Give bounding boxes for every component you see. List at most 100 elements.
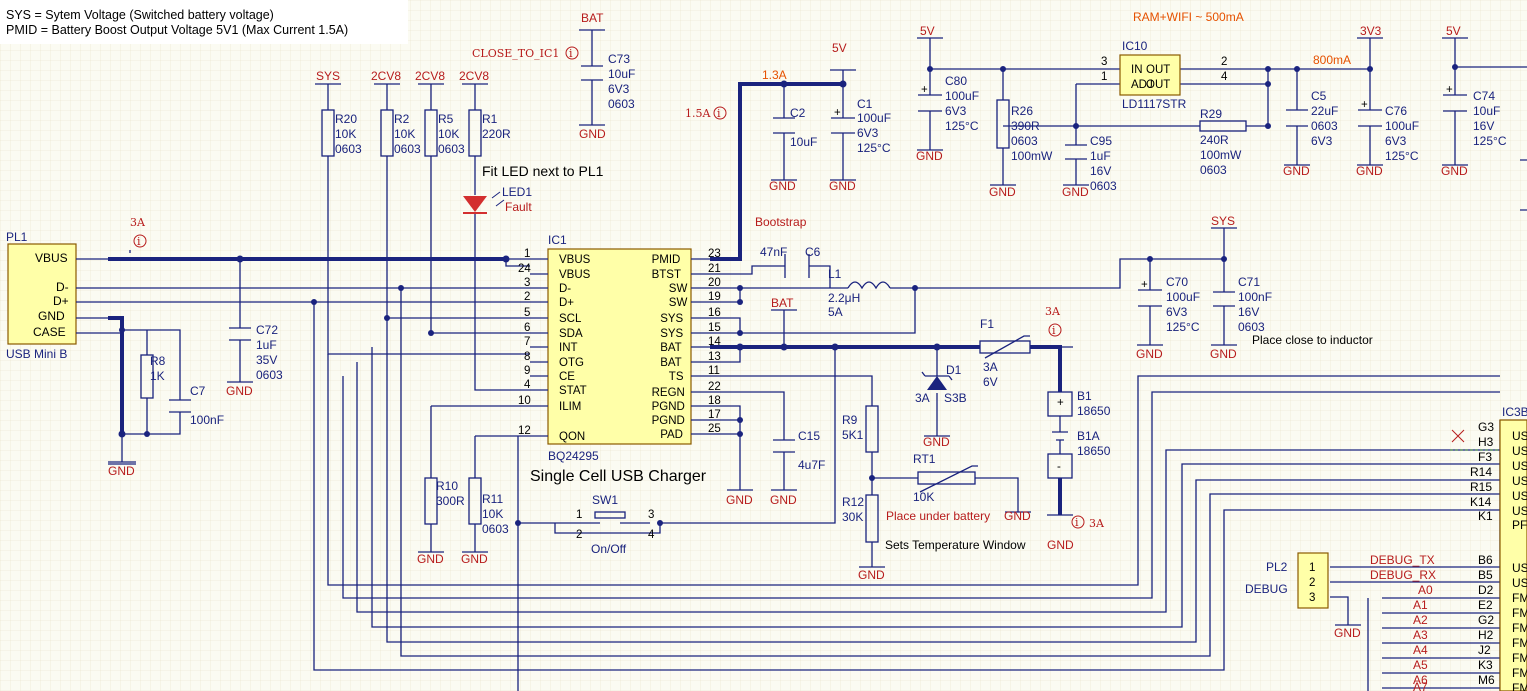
pl1-pin-gnd: GND [38, 309, 65, 323]
ref-r10: R10 [436, 479, 458, 493]
note-current-800ma: 800mA [1313, 53, 1351, 67]
value-r29-0: 240R [1200, 133, 1229, 147]
connector-pl2[interactable]: PL2 DEBUG 1 2 3 [1245, 552, 1329, 609]
ic1-pin-num-20: 20 [708, 277, 721, 289]
ic1-pin-name-scl: SCL [559, 313, 582, 325]
ref-r29: R29 [1200, 107, 1222, 121]
value-c80-1: 6V3 [945, 104, 967, 118]
note-current-1-5a: 1.5A [685, 107, 711, 120]
ic3-label-0: US [1512, 429, 1527, 443]
value-r26-2: 100mW [1011, 149, 1053, 163]
gnd-label-c73: GND [579, 127, 606, 141]
pl2-pin2: 2 [1309, 577, 1315, 589]
annotations: RAM+WIFI ~ 500mA CLOSE_TO_IC1 i Fit LED … [130, 10, 1373, 556]
ref-f1: F1 [980, 317, 994, 331]
ic10-pin3-num: 3 [1101, 56, 1107, 68]
value-c71-1: 16V [1238, 305, 1259, 319]
ic1-pin-name-regn: REGN [652, 387, 685, 399]
ref-c2: C2 [790, 106, 806, 120]
ref-c73: C73 [608, 52, 630, 66]
gnd-label-c71: GND [1210, 347, 1237, 361]
sw1-pin-2: 2 [576, 529, 582, 541]
ic3-ref: IC3B [1502, 405, 1527, 419]
ic1-pin-num-17: 17 [708, 409, 721, 421]
fm-label-4: FM [1512, 621, 1527, 635]
fm-net-debug_rx: DEBUG_RX [1370, 568, 1436, 582]
fm-pin-m6: M6 [1478, 673, 1495, 687]
ic1-pin-num-7: 7 [524, 336, 530, 348]
svg-text:+: + [834, 107, 841, 119]
bat-label-c73: BAT [581, 11, 604, 25]
ic1-pin-name-d-: D- [559, 283, 571, 295]
value-c2-0: 10uF [790, 135, 817, 149]
value-b1a-0: 18650 [1077, 444, 1111, 458]
ic1-pin-num-11: 11 [708, 365, 720, 377]
ic1-pin-name-ts: TS [669, 371, 684, 383]
value-r2-1: 0603 [394, 142, 421, 156]
legend-line-sys: SYS = Sytem Voltage (Switched battery vo… [6, 8, 274, 22]
ic1-pin-name-sw: SW [669, 283, 688, 295]
fm-label-2: FM [1512, 591, 1527, 605]
fm-pins: B6USB5USD2FME2FMG2FMH2FMJ2FMK3FMM6FMDEBU… [1370, 553, 1527, 691]
ref-rt1: RT1 [913, 452, 936, 466]
ic10-ref: IC10 [1122, 39, 1148, 53]
ic1-description: Single Cell USB Charger [530, 468, 707, 485]
wires [76, 30, 1527, 691]
svg-text:i: i [717, 107, 721, 120]
value-c73-0: 10uF [608, 67, 635, 81]
svg-text:+: + [921, 84, 928, 96]
connector-pl1[interactable]: PL1 USB Mini B VBUS D- D+ GND CASE [6, 230, 77, 361]
ic1-pin-name-sys: SYS [660, 328, 683, 340]
note-bootstrap: Bootstrap [755, 215, 807, 229]
ref-led1: LED1 [502, 185, 532, 199]
l1-value-0: 2.2μH [828, 291, 860, 305]
value-c70-0: 100uF [1166, 290, 1200, 304]
value-c5-2: 6V3 [1311, 134, 1333, 148]
value-c74-0: 10uF [1473, 104, 1500, 118]
value-c71-0: 100nF [1238, 290, 1272, 304]
svg-text:+: + [1141, 279, 1148, 291]
ic10-ld1117[interactable]: IC10 LD1117STR 3 1 IN ADJ 2 4 OUT OUT [1101, 39, 1228, 111]
value-r20-1: 0603 [335, 142, 362, 156]
value-c74-2: 125°C [1473, 134, 1507, 148]
ic3-pin-k14: K14 [1470, 495, 1492, 509]
fm-pin-k3: K3 [1478, 658, 1493, 672]
pl1-pin-dplus: D+ [53, 294, 69, 308]
ic1-pin-num-21: 21 [708, 263, 721, 275]
value-c5-1: 0603 [1311, 119, 1338, 133]
ref-c72: C72 [256, 323, 278, 337]
fm-pin-d2: D2 [1478, 583, 1494, 597]
ref-c74: C74 [1473, 89, 1495, 103]
ic1-bq24295[interactable]: IC1 BQ24295 Single Cell USB Charger [530, 233, 710, 485]
value-r5-0: 10K [438, 127, 459, 141]
fm-label-5: FM [1512, 636, 1527, 650]
junctions [118, 64, 1458, 526]
svg-text:+: + [1446, 84, 1453, 96]
ref-r8: R8 [150, 354, 166, 368]
value-c1-1: 6V3 [857, 126, 879, 140]
ref-r12: R12 [842, 495, 864, 509]
ref-sw1: SW1 [592, 493, 618, 507]
ic1-pin-num-1: 1 [524, 248, 530, 260]
note-close-to-ic1: CLOSE_TO_IC1 [472, 47, 559, 60]
cv28-label-r5: 2CV8 [415, 69, 445, 83]
fm-pin-e2: E2 [1478, 598, 1493, 612]
gnd-label-d1: GND [923, 435, 950, 449]
ic1-pin-num-16: 16 [708, 307, 721, 319]
value-c74-1: 16V [1473, 119, 1494, 133]
ic1-pin-name-sys: SYS [660, 313, 683, 325]
ic1-pin-num-14: 14 [708, 336, 721, 348]
gnd-label-b1: GND [1047, 538, 1074, 552]
sw1-label: On/Off [591, 542, 627, 556]
gnd-label-r11: GND [461, 552, 488, 566]
ref-r9: R9 [842, 413, 858, 427]
fm-pin-h2: H2 [1478, 628, 1494, 642]
value-c1-0: 100uF [857, 111, 891, 125]
value-r11-0: 10K [482, 507, 503, 521]
ic1-pin-num-23: 23 [708, 248, 721, 260]
ic3-label-5: US [1512, 504, 1527, 518]
note-ram-wifi: RAM+WIFI ~ 500mA [1133, 10, 1244, 24]
ref-r11: R11 [482, 492, 503, 506]
